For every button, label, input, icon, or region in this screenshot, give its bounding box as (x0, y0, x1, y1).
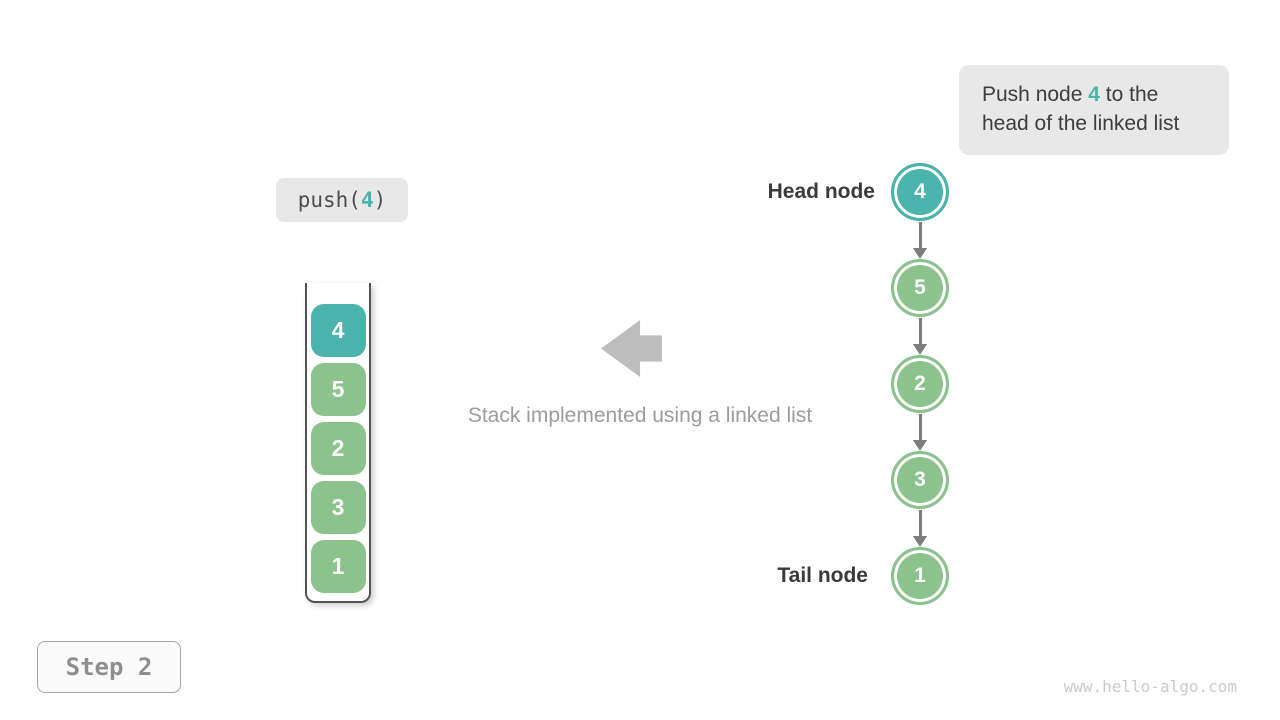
left-block-arrow-icon (601, 320, 662, 377)
callout-text-prefix: Push node (982, 83, 1089, 106)
head-node-label: Head node (767, 180, 875, 203)
arrow-head (913, 344, 927, 355)
arrow-head (913, 248, 927, 259)
arrow-stem (918, 510, 922, 537)
down-arrow-icon (913, 414, 927, 451)
push-operation-code: push(4) (276, 178, 408, 222)
tail-node-label: Tail node (777, 564, 868, 587)
stack-item: 3 (310, 481, 366, 534)
list-node: 1 (891, 547, 949, 605)
list-node: 4 (891, 163, 949, 221)
step-badge-label: Step 2 (65, 653, 153, 681)
arrow-stem (918, 414, 922, 441)
watermark: www.hello-algo.com (1063, 677, 1237, 696)
stack-item: 4 (310, 304, 366, 357)
instruction-callout: Push node 4 to the head of the linked li… (959, 65, 1229, 155)
arrow-head (913, 440, 927, 451)
code-text-suffix: ) (373, 188, 387, 212)
callout-text-suffix: to the (1099, 83, 1159, 106)
callout-line-2: head of the linked list (982, 112, 1180, 135)
callout-line-1: Push node 4 to the (982, 80, 1229, 109)
code-text-prefix: push( (297, 188, 361, 212)
code-arg-value: 4 (360, 188, 374, 212)
stack-item: 2 (310, 422, 366, 475)
down-arrow-icon (913, 222, 927, 259)
callout-highlight-value: 4 (1088, 83, 1100, 106)
arrow-head (913, 536, 927, 547)
stack-item: 1 (310, 540, 366, 593)
stack-item: 5 (310, 363, 366, 416)
stack-container: 4 5 2 3 1 (305, 283, 371, 603)
list-node: 2 (891, 355, 949, 413)
step-badge: Step 2 (37, 641, 181, 693)
stack-cells: 4 5 2 3 1 (307, 304, 369, 593)
arrow-stem (918, 318, 922, 345)
caption: Stack implemented using a linked list (467, 404, 813, 427)
down-arrow-icon (913, 510, 927, 547)
list-node: 5 (891, 259, 949, 317)
arrow-stem (918, 222, 922, 249)
list-node: 3 (891, 451, 949, 509)
down-arrow-icon (913, 318, 927, 355)
